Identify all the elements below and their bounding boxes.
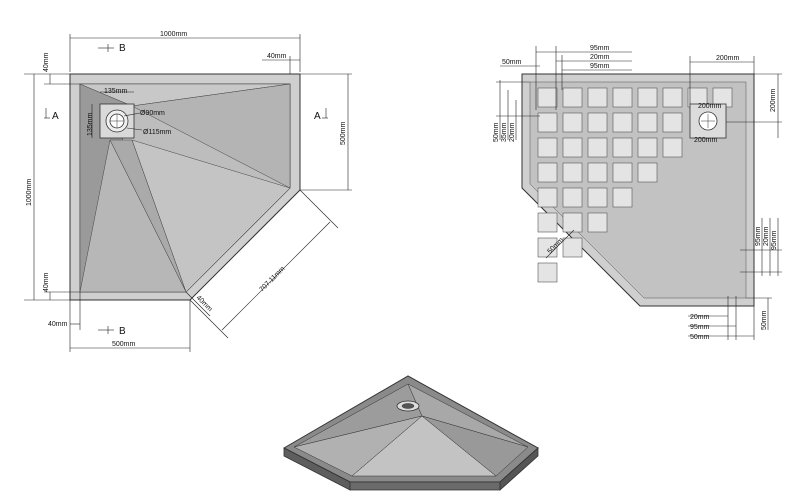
underside-view: 95mm 20mm 95mm 50mm 200mm 200mm 200mm 20… (493, 45, 782, 341)
dim-bottom-right-50: 50mm (761, 310, 768, 330)
section-a-left-label: A (52, 111, 59, 122)
grid-cell (562, 162, 583, 183)
grid-cell (537, 187, 558, 208)
grid-cell (562, 87, 583, 108)
grid-cell (562, 212, 583, 233)
grid-cell (612, 112, 633, 133)
grid-cell (562, 237, 583, 258)
isometric-view (282, 375, 539, 491)
section-a-right-label: A (314, 111, 321, 122)
dim-left-35: 35mm (501, 122, 508, 142)
grid-cell (587, 87, 608, 108)
dim-bottom-95: 95mm (690, 324, 710, 331)
section-b-bottom-label: B (119, 326, 126, 337)
dim-right-95: 95mm (755, 226, 762, 246)
dim-bottom-20: 20mm (690, 314, 710, 321)
dim-waste-box-side: 135mm (87, 112, 94, 136)
dim-waste-inner: Ø90mm (140, 110, 165, 117)
dim-top-95: 95mm (590, 45, 610, 52)
grid-cell (612, 87, 633, 108)
dim-right-95b: 95mm (771, 230, 778, 250)
dim-left-rim: 40mm (43, 52, 50, 72)
grid-cell (587, 137, 608, 158)
dim-top-rim: 40mm (267, 53, 287, 60)
grid-cell (637, 87, 658, 108)
dim-top-width: 1000mm (160, 31, 187, 38)
dim-waste-200b: 200mm (694, 137, 718, 144)
section-b-top-label: B (119, 43, 126, 54)
dim-bottom-width: 500mm (112, 341, 136, 348)
grid-cell (637, 162, 658, 183)
grid-cell (612, 137, 633, 158)
grid-cell (587, 187, 608, 208)
grid-cell (562, 112, 583, 133)
dim-diagonal-rim: 40mm (195, 294, 214, 313)
grid-cell (562, 187, 583, 208)
dim-top-95b: 95mm (590, 63, 610, 70)
grid-cell (562, 137, 583, 158)
plan-view: 1000mm B 40mm 1000mm 40mm A A 500mm (24, 31, 352, 352)
dim-right-200: 200mm (770, 88, 777, 112)
dim-bottom-left-rim: 40mm (48, 321, 68, 328)
dim-waste-200: 200mm (698, 103, 722, 110)
grid-cell (587, 162, 608, 183)
grid-cell (612, 162, 633, 183)
dim-top-50: 50mm (502, 59, 522, 66)
grid-cell (662, 112, 683, 133)
grid-cell (612, 187, 633, 208)
dim-top-200: 200mm (716, 55, 740, 62)
grid-cell (537, 112, 558, 133)
grid-cell (637, 112, 658, 133)
grid-cell (637, 137, 658, 158)
support-grid (537, 87, 733, 283)
dim-waste-box: 135mm (104, 88, 128, 95)
grid-cell (537, 212, 558, 233)
grid-cell (537, 162, 558, 183)
dim-height: 1000mm (26, 179, 33, 206)
dim-right-side: 500mm (340, 121, 347, 145)
grid-cell (662, 137, 683, 158)
grid-cell (537, 87, 558, 108)
dim-left-50: 50mm (493, 122, 500, 142)
grid-cell (587, 212, 608, 233)
dim-bottom-50: 50mm (690, 334, 710, 341)
grid-cell (537, 137, 558, 158)
grid-cell (662, 87, 683, 108)
grid-cell (587, 112, 608, 133)
grid-cell (537, 262, 558, 283)
dim-bottom-rim: 40mm (43, 272, 50, 292)
dim-waste-outer: Ø115mm (143, 129, 171, 136)
dim-top-20: 20mm (590, 54, 610, 61)
grid-cell (537, 237, 558, 258)
dim-diagonal: 707.11mm (258, 265, 286, 293)
dim-right-20: 20mm (763, 226, 770, 246)
dim-left-20: 20mm (509, 122, 516, 142)
